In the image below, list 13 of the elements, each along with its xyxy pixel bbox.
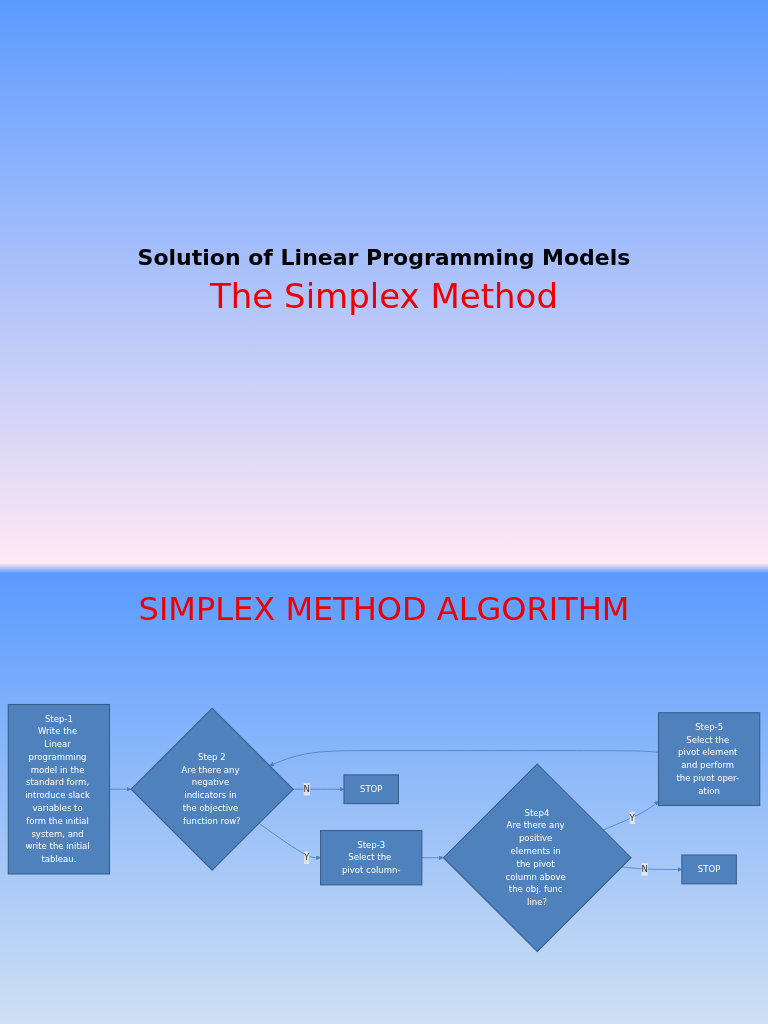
subtitle-text: Solution of Linear Programming Models [137, 244, 631, 270]
node-diamond: Step 2 Are there any negative indicators in the objective function row? [130, 707, 294, 871]
node-box: STOP [681, 854, 737, 885]
edge-label: Y [629, 812, 635, 823]
node-box: Step-5 Select the pivot element and perform the pivot oper- ation [657, 712, 761, 806]
node-box: STOP [343, 774, 399, 805]
heading-text: The Simplex Method [210, 275, 558, 316]
edge-label: Y [304, 852, 310, 863]
node-box: Step-1 Write the Linear programming model in the standard form, introduce slack variables to form the initial system, and write the initial tableau. [7, 703, 111, 875]
node-box: Step-3 Select the pivot column- [320, 830, 423, 886]
edge-label: N [303, 783, 310, 795]
edge-label: N [641, 864, 648, 875]
slide-title: SIMPLEX METHOD ALGORITHM [137, 590, 631, 628]
